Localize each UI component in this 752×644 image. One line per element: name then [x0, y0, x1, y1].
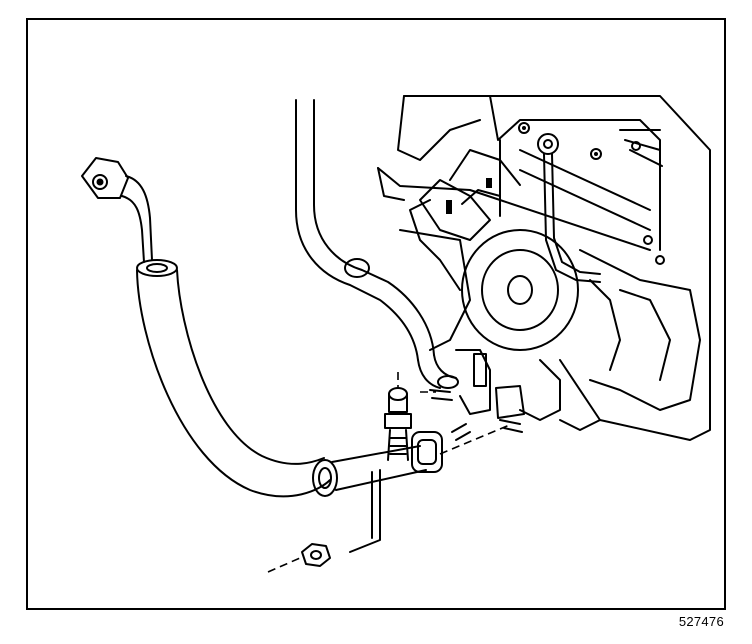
- heater-hose-assembly: [81, 157, 443, 553]
- coolant-hose: [295, 99, 459, 389]
- alignment-lines: [267, 372, 513, 573]
- exhaust-manifold: [399, 199, 701, 421]
- hose-clamp: [451, 423, 471, 441]
- fittings-cluster: [429, 349, 525, 433]
- ground-strap: [537, 133, 601, 431]
- detail-marks: [98, 126, 598, 214]
- figure-number: 527476: [678, 614, 724, 629]
- hex-nut: [301, 543, 331, 567]
- mounting-bolt: [384, 387, 412, 461]
- mounting-bracket: [377, 167, 501, 241]
